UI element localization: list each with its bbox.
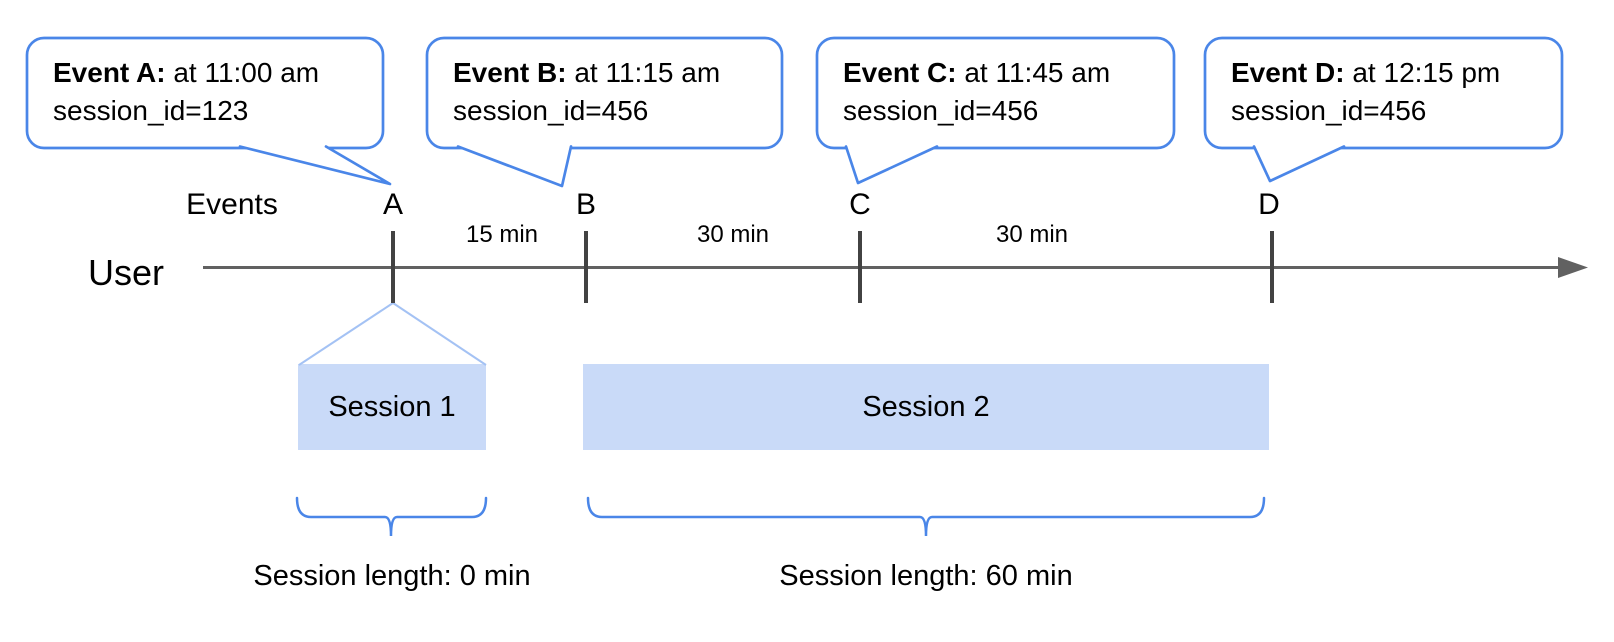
callout-tail-d xyxy=(1252,145,1346,183)
callout-a-time: at 11:00 am xyxy=(173,57,320,88)
callout-c-time: at 11:45 am xyxy=(964,57,1111,88)
session-2-brace xyxy=(586,496,1266,537)
session-2-box xyxy=(583,364,1269,450)
callout-a-line1: Event A: at 11:00 am xyxy=(53,54,319,92)
callout-bubble-d xyxy=(1203,36,1564,150)
tick-letter-c: C xyxy=(849,188,871,221)
callout-b-time: at 11:15 am xyxy=(574,57,721,88)
callout-bubble-a xyxy=(25,36,385,150)
callout-text-d: Event D: at 12:15 pm session_id=456 xyxy=(1231,54,1500,130)
callout-text-a: Event A: at 11:00 am session_id=123 xyxy=(53,54,319,130)
callout-a-title: Event A: xyxy=(53,57,166,88)
session-1-fan-line-left xyxy=(298,302,394,366)
tick-letter-d: D xyxy=(1258,188,1280,221)
callout-bubble-b xyxy=(425,36,784,150)
callout-b-line1: Event B: at 11:15 am xyxy=(453,54,720,92)
callout-tail-b xyxy=(456,145,573,188)
callout-tail-c xyxy=(844,145,939,185)
session-1-length-label: Session length: 0 min xyxy=(253,560,531,592)
interval-c-d-label: 30 min xyxy=(995,221,1069,248)
events-row-label: Events xyxy=(186,188,278,221)
tick-letter-a: A xyxy=(382,188,403,221)
callout-bubble-c xyxy=(815,36,1176,150)
callout-text-c: Event C: at 11:45 am session_id=456 xyxy=(843,54,1110,130)
callout-c-session: session_id=456 xyxy=(843,95,1039,126)
callout-d-time: at 12:15 pm xyxy=(1352,57,1501,88)
callout-tail-a xyxy=(238,145,392,186)
callout-d-session: session_id=456 xyxy=(1231,95,1427,126)
interval-b-c-label: 30 min xyxy=(696,221,770,248)
interval-a-b-label: 15 min xyxy=(465,221,539,248)
session-1-label: Session 1 xyxy=(328,390,456,423)
callout-a-session: session_id=123 xyxy=(53,95,249,126)
session-1-fan-line-right xyxy=(392,302,487,366)
callout-text-b: Event B: at 11:15 am session_id=456 xyxy=(453,54,720,130)
callout-d-line1: Event D: at 12:15 pm xyxy=(1231,54,1500,92)
session-2-length-label: Session length: 60 min xyxy=(779,560,1073,592)
callout-b-session: session_id=456 xyxy=(453,95,649,126)
user-row-label: User xyxy=(88,252,165,293)
callout-c-line1: Event C: at 11:45 am xyxy=(843,54,1110,92)
session-2-label: Session 2 xyxy=(862,390,990,423)
callout-c-title: Event C: xyxy=(843,57,957,88)
timeline-arrowhead-icon xyxy=(1558,257,1588,278)
tick-letter-b: B xyxy=(575,188,596,221)
callout-b-title: Event B: xyxy=(453,57,567,88)
session-1-brace xyxy=(295,496,488,537)
callout-d-title: Event D: xyxy=(1231,57,1345,88)
session-1-box xyxy=(298,364,486,450)
